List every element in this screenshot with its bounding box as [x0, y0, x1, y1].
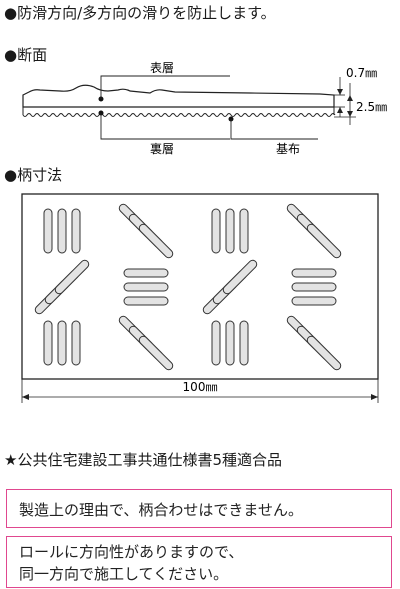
top-layer-label: 表層	[150, 61, 174, 75]
tread-bar	[291, 296, 337, 306]
tread-bar	[123, 296, 169, 306]
notice-pattern-match-text: 製造上の理由で、柄合わせはできません。	[19, 501, 303, 519]
pattern-diagram: 100㎜	[21, 193, 379, 403]
tread-bar	[71, 320, 81, 366]
tread-bar	[239, 320, 249, 366]
tread-bar	[291, 282, 337, 292]
feature-text: ●防滑方向/多方向の滑りを防止します。	[4, 4, 276, 22]
tread-bar	[225, 320, 235, 366]
tread-bar	[138, 223, 174, 259]
certification-text: ★公共住宅建設工事共通仕様書5種適合品	[4, 451, 282, 469]
tread-bar	[123, 282, 169, 292]
tread-bar	[71, 208, 81, 254]
tread-bar	[222, 259, 258, 295]
tread-bar	[211, 208, 221, 254]
base-cloth-line	[22, 113, 336, 117]
tread-bar	[43, 320, 53, 366]
tread-bar	[239, 208, 249, 254]
tread-bar	[211, 320, 221, 366]
notice-direction: ロールに方向性がありますので、 同一方向で施工してください。	[6, 536, 392, 588]
tread-bar	[291, 268, 337, 278]
notice-direction-line1: ロールに方向性がありますので、	[19, 543, 244, 561]
tread-bar	[123, 268, 169, 278]
tread-bar	[225, 208, 235, 254]
dim-pattern-width: 100㎜	[183, 380, 218, 394]
tread-bar	[54, 259, 90, 295]
dim-top-layer: 0.7㎜	[346, 66, 377, 80]
tread-bar	[138, 335, 174, 371]
cross-section-heading: ●断面	[4, 46, 48, 64]
notice-pattern-match: 製造上の理由で、柄合わせはできません。	[6, 489, 392, 528]
top-layer-shape	[22, 84, 335, 108]
cross-section-diagram: 表層 裏層 基布 0.7㎜ 2.5㎜	[22, 61, 387, 156]
tread-bar	[57, 208, 67, 254]
pattern-size-heading: ●柄寸法	[4, 166, 63, 184]
base-cloth-label: 基布	[276, 142, 300, 156]
notice-direction-line2: 同一方向で施工してください。	[19, 565, 229, 583]
back-layer-label: 裏層	[150, 141, 174, 156]
tread-pattern	[34, 203, 342, 371]
tread-bar	[57, 320, 67, 366]
dim-total-thickness: 2.5㎜	[356, 100, 387, 114]
tread-bar	[43, 208, 53, 254]
